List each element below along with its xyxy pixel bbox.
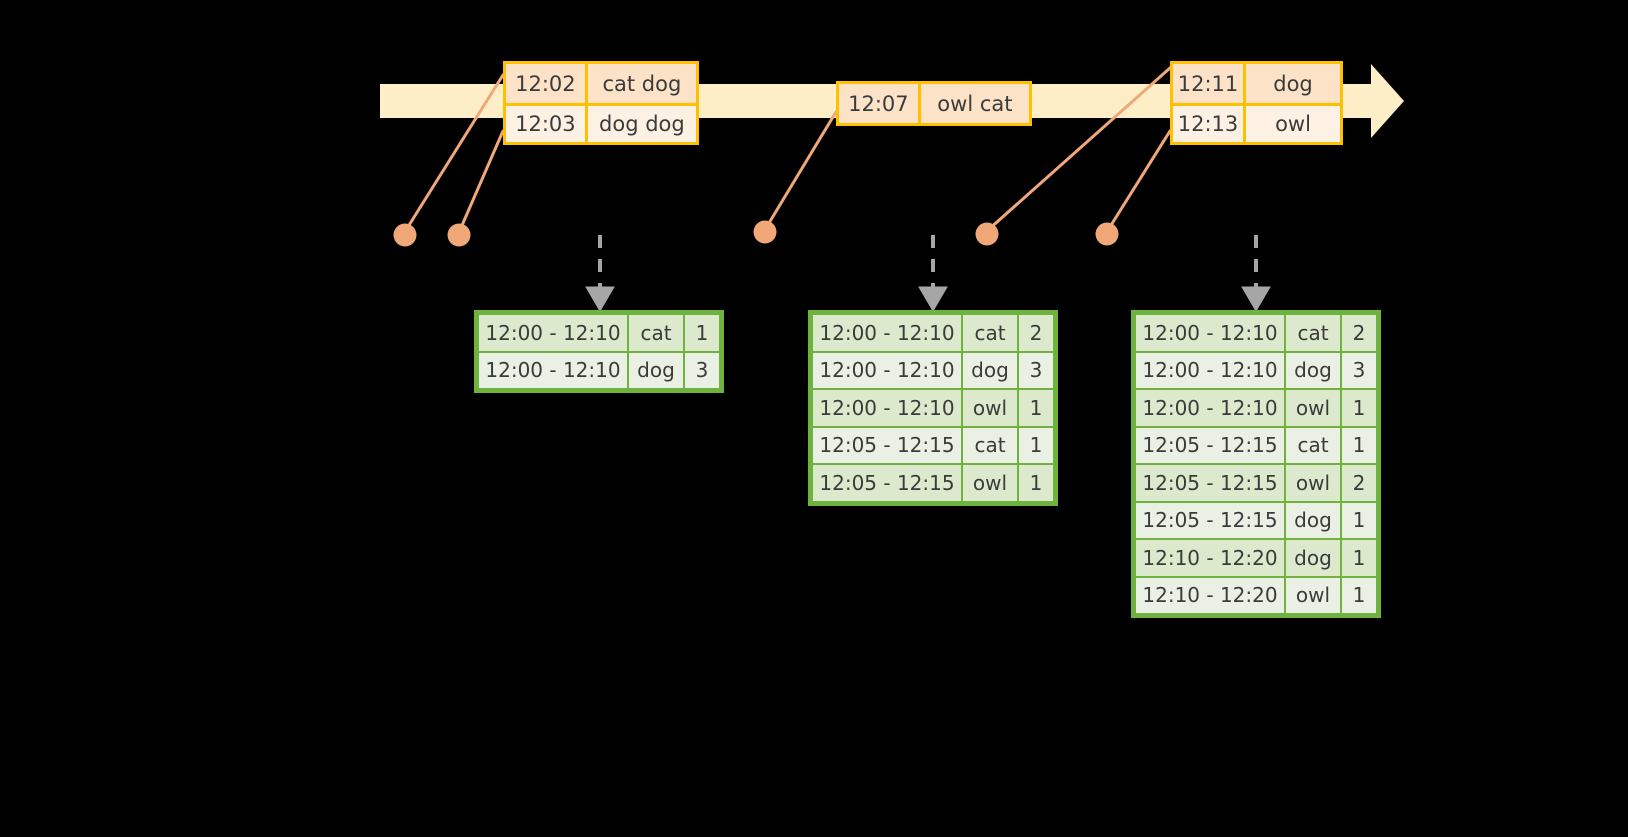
cell-window: 12:00 - 12:10 <box>1134 388 1286 428</box>
cell-count: 1 <box>1017 388 1055 428</box>
emit-arrow-2 <box>918 235 948 312</box>
cell-key: owl <box>1284 575 1342 615</box>
cell-count: 1 <box>1340 425 1378 465</box>
event-payload: dog <box>1246 64 1340 103</box>
cell-count: 2 <box>1017 313 1055 353</box>
cell-count: 3 <box>1340 350 1378 390</box>
cell-window: 12:05 - 12:15 <box>1134 425 1286 465</box>
cell-key: owl <box>961 388 1019 428</box>
cell-count: 1 <box>1017 463 1055 503</box>
cell-window: 12:10 - 12:20 <box>1134 538 1286 578</box>
cell-window: 12:05 - 12:15 <box>811 425 963 465</box>
cell-key: owl <box>1284 463 1342 503</box>
event-payload: cat dog <box>587 64 696 103</box>
cell-count: 1 <box>683 313 721 353</box>
cell-key: cat <box>961 313 1019 353</box>
connector-line-1 <box>404 73 505 232</box>
event-group-2: 12:07 owl cat <box>836 81 1032 126</box>
connector-dot-5 <box>1095 222 1119 246</box>
cell-count: 1 <box>1340 500 1378 540</box>
cell-key: dog <box>1284 350 1342 390</box>
event-time: 12:11 <box>1173 64 1246 103</box>
event-time: 12:03 <box>506 106 588 142</box>
cell-key: cat <box>1284 313 1342 353</box>
cell-key: dog <box>961 350 1019 390</box>
cell-window: 12:00 - 12:10 <box>811 350 963 390</box>
cell-count: 2 <box>1340 463 1378 503</box>
connector-line-5 <box>1106 129 1172 232</box>
connector-line-2 <box>458 129 505 232</box>
emit-arrows <box>585 235 1271 312</box>
connector-dot-1 <box>393 223 417 247</box>
connector-dot-2 <box>447 223 471 247</box>
cell-window: 12:00 - 12:10 <box>811 388 963 428</box>
event-payload: dog dog <box>587 106 696 142</box>
cell-count: 2 <box>1340 313 1378 353</box>
cell-window: 12:00 - 12:10 <box>477 313 629 353</box>
cell-window: 12:05 - 12:15 <box>1134 463 1286 503</box>
cell-window: 12:10 - 12:20 <box>1134 575 1286 615</box>
cell-count: 1 <box>1340 388 1378 428</box>
cell-window: 12:00 - 12:10 <box>811 313 963 353</box>
cell-count: 1 <box>1017 425 1055 465</box>
cell-window: 12:00 - 12:10 <box>477 350 629 390</box>
event-payload: owl cat <box>920 84 1029 123</box>
cell-count: 1 <box>1340 575 1378 615</box>
cell-key: dog <box>1284 538 1342 578</box>
connector-dot-4 <box>975 222 999 246</box>
cell-count: 3 <box>1017 350 1055 390</box>
cell-key: dog <box>627 350 685 390</box>
event-row: 12:07 owl cat <box>839 84 1029 123</box>
connector-line-3 <box>764 110 838 230</box>
cell-key: cat <box>627 313 685 353</box>
cell-key: cat <box>961 425 1019 465</box>
cell-window: 12:00 - 12:10 <box>1134 350 1286 390</box>
cell-count: 3 <box>683 350 721 390</box>
event-payload: owl <box>1246 106 1340 142</box>
event-row: 12:13 owl <box>1173 103 1340 142</box>
event-row: 12:11 dog <box>1173 64 1340 103</box>
event-time: 12:07 <box>839 84 921 123</box>
cell-key: dog <box>1284 500 1342 540</box>
cell-key: owl <box>1284 388 1342 428</box>
connector-dot-3 <box>753 220 777 244</box>
cell-window: 12:05 - 12:15 <box>811 463 963 503</box>
event-row: 12:03 dog dog <box>506 103 696 142</box>
cell-key: cat <box>1284 425 1342 465</box>
event-row: 12:02 cat dog <box>506 64 696 103</box>
cell-window: 12:05 - 12:15 <box>1134 500 1286 540</box>
cell-count: 1 <box>1340 538 1378 578</box>
event-group-1: 12:02 cat dog 12:03 dog dog <box>503 61 699 145</box>
connector-dots <box>393 220 1119 247</box>
emit-arrow-1 <box>585 235 615 312</box>
emit-arrow-3 <box>1241 235 1271 312</box>
event-time: 12:13 <box>1173 106 1246 142</box>
cell-window: 12:00 - 12:10 <box>1134 313 1286 353</box>
event-group-3: 12:11 dog 12:13 owl <box>1170 61 1343 145</box>
cell-key: owl <box>961 463 1019 503</box>
event-time: 12:02 <box>506 64 588 103</box>
